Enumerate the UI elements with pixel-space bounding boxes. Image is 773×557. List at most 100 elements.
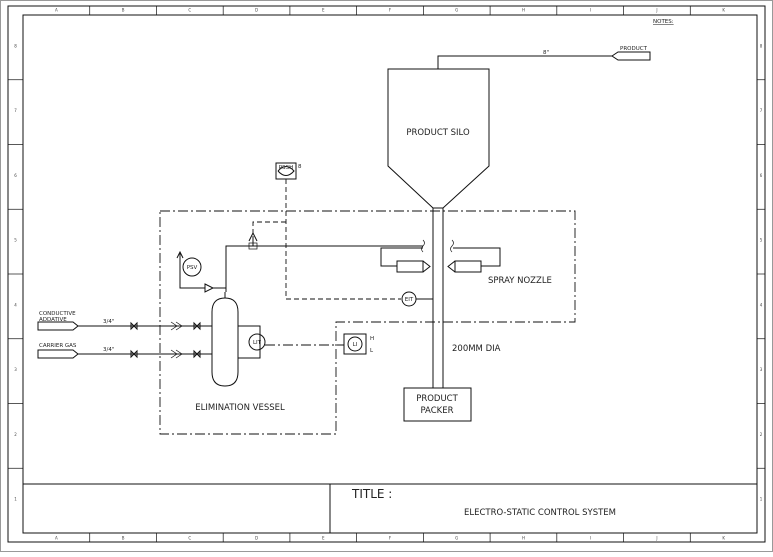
gas-line <box>225 245 423 292</box>
vessel-label: ELIMINATION VESSEL <box>195 403 285 413</box>
zone-label-v: 7 <box>760 108 763 113</box>
inlet2-offpage <box>37 349 79 359</box>
spray-nozzle-assembly: SPRAY NOZZLE <box>380 239 552 286</box>
zone-label-h: J <box>655 536 657 541</box>
outlet-label: PRODUCT <box>620 46 648 52</box>
packer-line1: PRODUCT <box>416 394 458 404</box>
zone-label-h: K <box>722 8 725 13</box>
inlet2-size: 3/4" <box>103 347 114 353</box>
zone-label-h: A <box>55 536 58 541</box>
inlet2-line1: CARRIER GAS <box>39 343 77 349</box>
inlet-carrier-gas: CARRIER GAS 3/4" <box>37 343 212 359</box>
zone-label-v: 4 <box>760 302 763 307</box>
zone-label-v: 3 <box>14 367 17 372</box>
lit-tag: LIT <box>253 340 262 346</box>
li-bubble <box>347 336 363 352</box>
zone-label-v: 8 <box>760 43 763 48</box>
zone-label-v: 4 <box>14 302 17 307</box>
li-low: L <box>370 348 374 354</box>
nozzle-line-right <box>453 247 501 267</box>
zone-label-h: G <box>455 536 458 541</box>
inlet1-check2 <box>175 321 183 331</box>
li-box <box>343 333 367 355</box>
zone-label-h: E <box>322 8 325 13</box>
title-label: TITLE : <box>351 487 392 501</box>
psv-bubble <box>182 257 202 277</box>
li-tag: LI <box>353 342 358 348</box>
zone-label-h: C <box>188 8 191 13</box>
li-instrument: LI H L <box>343 333 374 355</box>
inlet2-valve <box>130 349 138 359</box>
outlet-size: 8" <box>543 50 549 56</box>
elimination-vessel: ELIMINATION VESSEL <box>195 292 285 413</box>
zone-label-h: I <box>590 8 591 13</box>
pssh-tag: PSSH <box>279 165 293 171</box>
zone-label-h: D <box>255 536 258 541</box>
break-mark-right <box>450 239 454 253</box>
zone-label-h: F <box>389 536 392 541</box>
product-offpage-connector <box>611 51 651 61</box>
inlet1-offpage <box>37 321 79 331</box>
pssh-bubble <box>277 166 295 176</box>
packer-box <box>403 387 472 422</box>
packer-line2: PACKER <box>420 406 453 416</box>
vessel-body <box>211 297 239 387</box>
inlet1-valve <box>130 321 138 331</box>
outlet-line <box>437 55 612 69</box>
nozzle-right <box>454 260 482 273</box>
nozzle-line-left <box>380 247 423 267</box>
psv-arrow <box>176 250 184 259</box>
zone-label-h: H <box>522 8 525 13</box>
zone-label-h: C <box>188 536 191 541</box>
zone-label-v: 6 <box>14 173 17 178</box>
zone-label-h: D <box>255 8 258 13</box>
pssh-eit-loop: PSSH 8 EIT <box>252 162 433 307</box>
nozzle-tip-left <box>422 260 431 273</box>
package-boundary <box>159 210 576 435</box>
inlet-conductive-additive: CONDUCTIVE ADDATIVE 3/4" <box>37 311 212 331</box>
product-outlet: 8" PRODUCT <box>437 46 651 69</box>
pipe-dia-label: 200MM DIA <box>452 344 501 354</box>
zone-label-v: 1 <box>14 497 17 502</box>
zone-label-v: 2 <box>760 432 763 437</box>
zone-label-v: 1 <box>760 497 763 502</box>
eit-tag: EIT <box>405 297 414 303</box>
lit-level-bridle <box>238 325 261 359</box>
psv-instrument: PSV <box>176 250 226 293</box>
inlet2-valve2 <box>193 349 201 359</box>
title-block: TITLE : ELECTRO-STATIC CONTROL SYSTEM <box>23 483 757 533</box>
zone-label-v: 7 <box>14 108 17 113</box>
spray-nozzle-label: SPRAY NOZZLE <box>488 276 552 286</box>
zone-label-h: B <box>122 536 125 541</box>
valve-gas <box>248 242 258 250</box>
zone-label-h: H <box>522 536 525 541</box>
inlet2-check2 <box>175 349 183 359</box>
notes-label: NOTES: <box>653 19 674 25</box>
silo-label: PRODUCT SILO <box>406 128 470 138</box>
pssh-tap-line <box>252 221 286 234</box>
li-high: H <box>370 336 374 342</box>
inlet1-line1: CONDUCTIVE <box>39 311 76 317</box>
zone-label-h: I <box>590 536 591 541</box>
zone-label-h: E <box>322 536 325 541</box>
zone-label-v: 3 <box>760 367 763 372</box>
zone-label-v: 5 <box>14 238 17 243</box>
psv-signal-line <box>179 253 205 289</box>
inlet1-line2: ADDATIVE <box>39 317 67 323</box>
inlet1-size: 3/4" <box>103 319 114 325</box>
lit-instrument: LIT <box>238 325 344 359</box>
inlet1-check <box>170 321 178 331</box>
zone-label-h: B <box>122 8 125 13</box>
zone-label-h: G <box>455 8 458 13</box>
zone-label-h: K <box>722 536 725 541</box>
zone-label-h: A <box>55 8 58 13</box>
zone-label-h: F <box>389 8 392 13</box>
main-pipe: 200MM DIA <box>432 208 501 388</box>
pssh-suffix: 8 <box>298 164 302 170</box>
psv-tag: PSV <box>187 265 198 271</box>
zone-label-v: 6 <box>760 173 763 178</box>
